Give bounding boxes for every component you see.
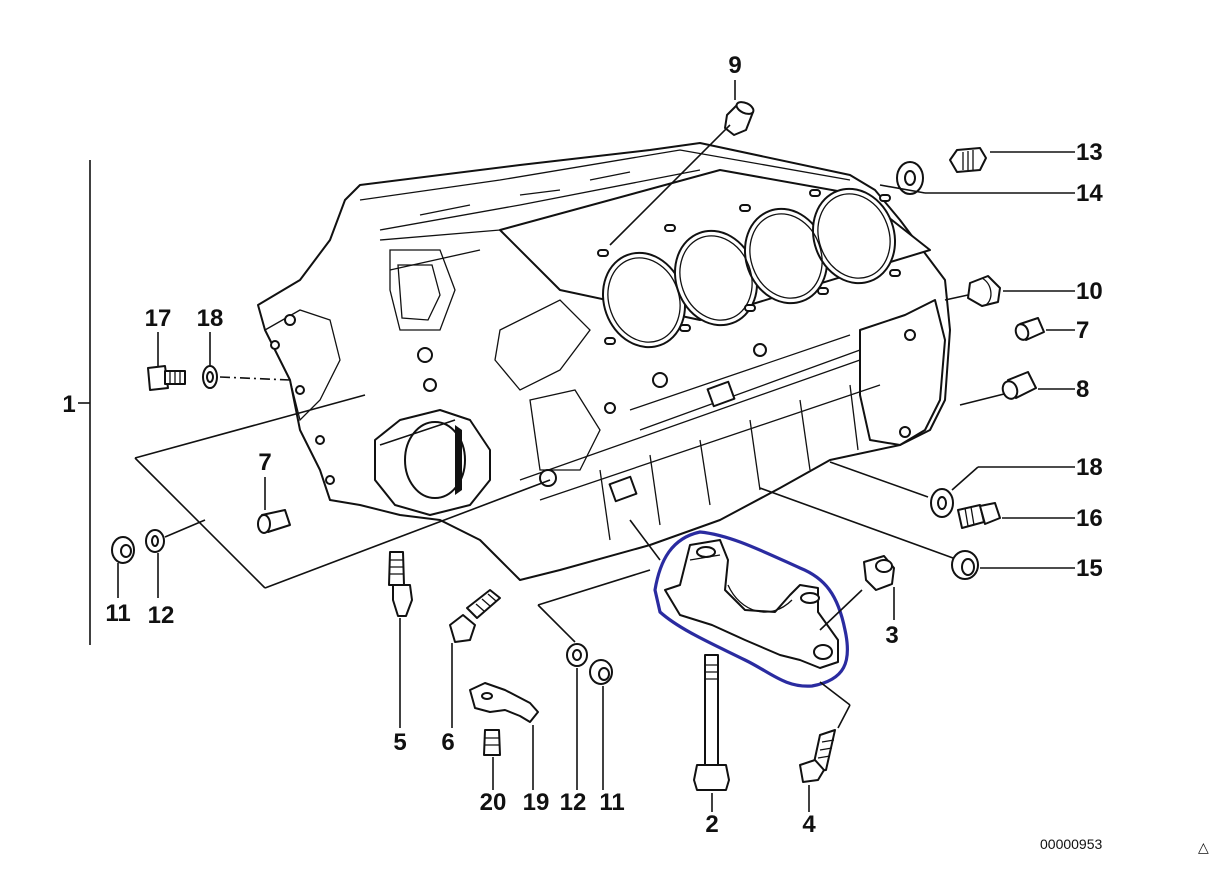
part-2-stud xyxy=(693,654,730,791)
callout-3: 3 xyxy=(885,622,898,649)
callout-2: 2 xyxy=(705,811,718,838)
leader-lines xyxy=(78,80,1075,812)
main-bearing-cap xyxy=(653,530,850,688)
callout-labels: 9 13 14 10 7 8 18 16 15 3 2 4 5 6 20 19 … xyxy=(62,52,1209,855)
callout-7-right: 7 xyxy=(1076,317,1089,344)
part-6-screw xyxy=(449,589,501,643)
callout-11-left: 11 xyxy=(105,600,130,627)
part-5-sensor xyxy=(388,551,413,617)
part-11-plug-centre xyxy=(589,659,613,685)
part-4-bolt xyxy=(799,729,836,783)
part-19-clip xyxy=(469,682,539,723)
part-13-plug xyxy=(949,147,987,173)
callout-5: 5 xyxy=(393,729,406,756)
image-code: 00000953 xyxy=(1040,836,1103,852)
callout-17: 17 xyxy=(145,305,172,332)
callout-12-left: 12 xyxy=(148,602,175,629)
part-16-bolt xyxy=(957,502,1001,529)
part-18-washer-left xyxy=(202,365,218,389)
callout-12-centre: 12 xyxy=(560,789,587,816)
part-10-plug xyxy=(967,275,1001,307)
callout-20: 20 xyxy=(480,789,507,816)
callout-8: 8 xyxy=(1076,376,1089,403)
callout-19: 19 xyxy=(523,789,550,816)
part-11-plug-left xyxy=(111,536,135,564)
callout-18-left: 18 xyxy=(197,305,224,332)
callout-14: 14 xyxy=(1076,180,1103,207)
callout-7-left: 7 xyxy=(258,449,271,476)
callout-16: 16 xyxy=(1076,505,1103,532)
part-12-washer-centre xyxy=(566,643,588,667)
callout-1: 1 xyxy=(62,391,75,418)
warning-triangle-icon: △ xyxy=(1198,839,1209,855)
part-20-bolt xyxy=(483,729,501,756)
callout-11-centre: 11 xyxy=(599,789,624,816)
part-14-washer xyxy=(896,161,924,195)
part-7-sleeve-left xyxy=(257,509,291,534)
part-7-sleeve-right xyxy=(1014,317,1045,341)
callout-6: 6 xyxy=(441,729,454,756)
part-9-dowel xyxy=(724,101,755,136)
part-18-washer-right xyxy=(930,488,954,518)
engine-block xyxy=(257,142,951,581)
part-3-plug xyxy=(863,555,895,591)
part-8-sleeve xyxy=(1001,371,1037,400)
callout-4: 4 xyxy=(802,811,816,838)
callout-13: 13 xyxy=(1076,139,1103,166)
part-17-bolt xyxy=(147,365,186,391)
callout-18-right: 18 xyxy=(1076,454,1103,481)
part-15-plug xyxy=(951,550,979,580)
callout-15: 15 xyxy=(1076,555,1103,582)
callout-10: 10 xyxy=(1076,278,1103,305)
callout-9: 9 xyxy=(728,52,741,79)
part-12-washer-left xyxy=(145,529,165,553)
